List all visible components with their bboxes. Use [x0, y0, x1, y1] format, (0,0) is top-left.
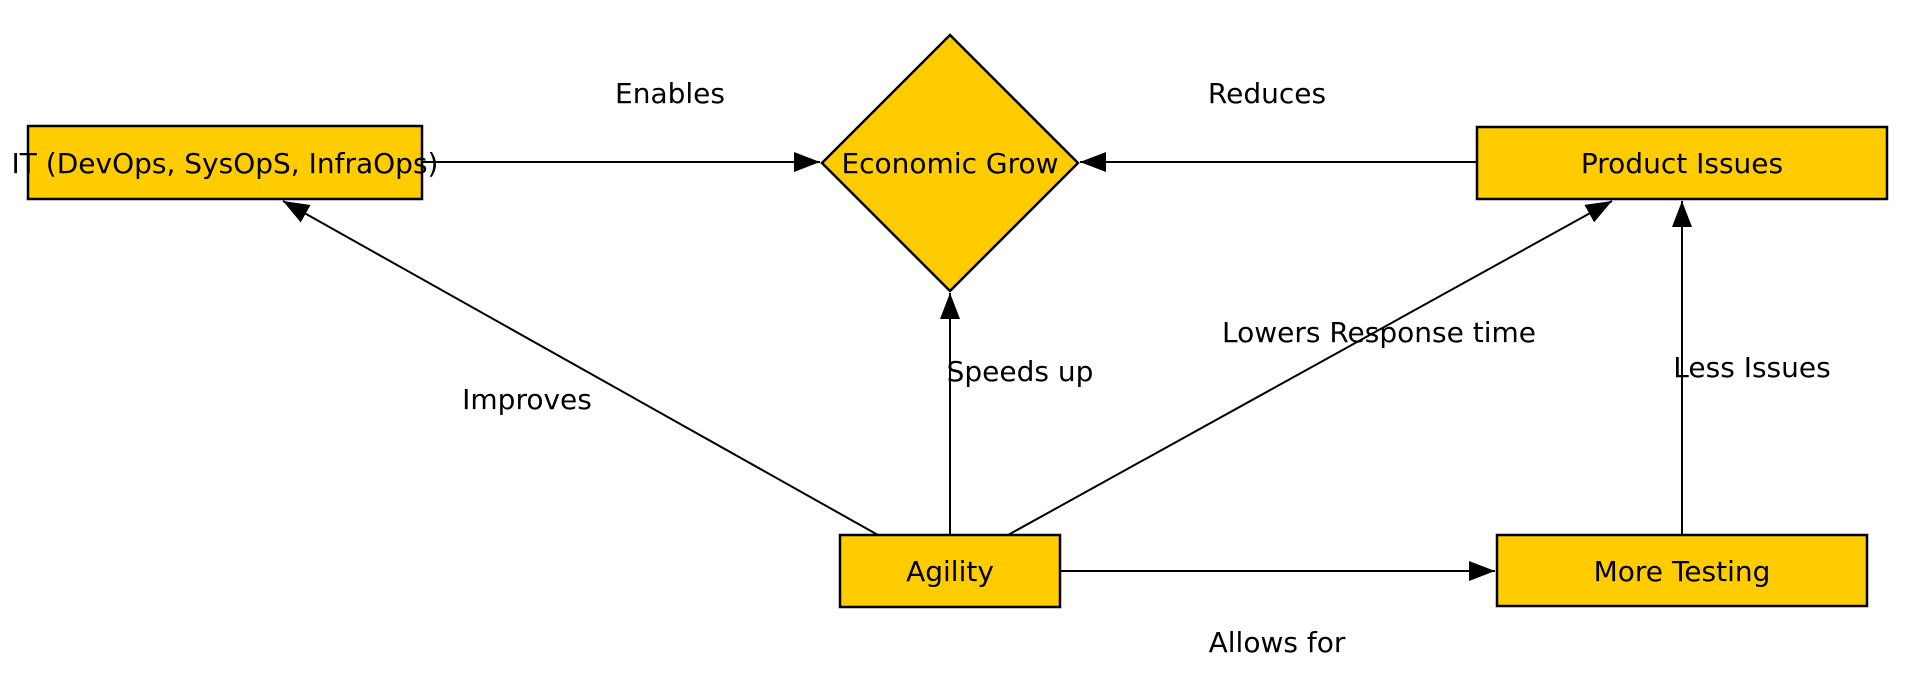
edge-agility-to-product-issues: [1007, 200, 1613, 536]
node-it-label: IT (DevOps, SysOpS, InfraOps): [12, 147, 439, 180]
node-economic-grow: Economic Grow: [820, 33, 1080, 293]
node-product-issues: Product Issues: [1475, 125, 1889, 201]
node-product-issues-shape: [1475, 125, 1889, 201]
node-it-shape: [26, 124, 424, 201]
node-product-issues-label: Product Issues: [1581, 147, 1783, 180]
edge-agility-to-it: [282, 200, 879, 536]
node-agility-label: Agility: [906, 555, 994, 588]
edge-label-speeds-up: Speeds up: [947, 355, 1094, 388]
edge-label-reduces: Reduces: [1208, 77, 1326, 110]
node-more-testing: More Testing: [1495, 533, 1869, 608]
node-economic-grow-shape: [820, 33, 1080, 293]
edge-label-less-issues: Less Issues: [1673, 351, 1830, 384]
node-agility: Agility: [838, 533, 1062, 609]
node-agility-shape: [838, 533, 1062, 609]
edge-label-improves: Improves: [462, 383, 592, 416]
node-more-testing-shape: [1495, 533, 1869, 608]
node-it: IT (DevOps, SysOpS, InfraOps): [12, 124, 439, 201]
edge-label-lowers-response-time: Lowers Response time: [1222, 316, 1536, 349]
edge-label-allows-for: Allows for: [1209, 626, 1346, 659]
node-economic-grow-label: Economic Grow: [841, 147, 1058, 180]
edge-label-enables: Enables: [615, 77, 725, 110]
node-more-testing-label: More Testing: [1594, 555, 1771, 588]
